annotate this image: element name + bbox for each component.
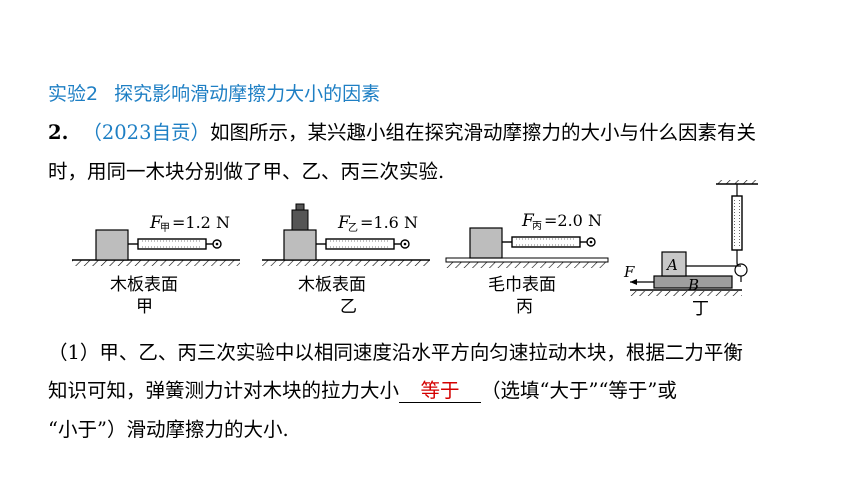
question-number: 2. [48, 121, 69, 144]
surface-bing: 毛巾表面 [488, 275, 556, 295]
surface-yi: 木板表面 [298, 275, 366, 295]
figure-name-bing: 丙 [516, 297, 533, 317]
force-var-yi: F [337, 213, 351, 233]
wood-block [469, 227, 503, 259]
experiment-figures: F 甲 =1.2 N 木板表面 甲 F 乙 =1.6 N 木板表面 乙 F 丙 … [72, 180, 758, 319]
answer-blank[interactable]: 等于 [399, 380, 482, 403]
part1-line-1: （1）甲、乙、丙三次实验中以相同速度沿水平方向匀速拉动木块，根据二力平衡 [48, 341, 743, 364]
force-value-yi: =1.6 N [360, 213, 418, 232]
figure-name-yi: 乙 [340, 297, 357, 317]
figure-bing: F 丙 =2.0 N 毛巾表面 丙 [445, 211, 609, 317]
force-sub-jia: 甲 [160, 223, 170, 234]
part1-text-after: （选填“大于”“等于”或 [481, 379, 677, 402]
figure-name-jia: 甲 [136, 297, 153, 317]
surface-jia: 木板表面 [110, 275, 178, 295]
weight [291, 209, 309, 231]
question-line-1: 2. （2023自贡）如图所示，某兴趣小组在探究滑动摩擦力的大小与什么因素有关 [48, 119, 756, 147]
figure-ding: A B F 丁 [623, 180, 758, 319]
block-a [661, 251, 687, 277]
part1-line-3: “小于”）滑动摩擦力的大小. [48, 418, 289, 441]
force-var-bing: F [521, 211, 535, 231]
label-f: F [623, 263, 635, 281]
figure-name-ding: 丁 [692, 299, 709, 319]
spring-scale [137, 238, 222, 250]
figure-yi: F 乙 =1.6 N 木板表面 乙 [262, 203, 430, 317]
label-a: A [665, 256, 678, 274]
question-source: （2023自贡） [82, 121, 210, 144]
wood-block [95, 229, 129, 261]
figure-jia: F 甲 =1.2 N 木板表面 甲 [72, 213, 240, 317]
force-value-jia: =1.2 N [172, 213, 230, 232]
section-title: 探究影响滑动摩擦力大小的因素 [114, 83, 381, 105]
wood-block [283, 229, 317, 261]
force-sub-yi: 乙 [348, 222, 358, 234]
force-value-bing: =2.0 N [544, 211, 602, 230]
question-text-1: 如图所示，某兴趣小组在探究滑动摩擦力的大小与什么因素有关 [210, 121, 757, 144]
spring-scale [325, 238, 410, 250]
force-var-jia: F [149, 213, 163, 233]
section-label: 实验2 [48, 83, 99, 105]
part1-text-before: 知识可知，弹簧测力计对木块的拉力大小 [48, 379, 400, 402]
force-sub-bing: 丙 [532, 221, 542, 232]
vertical-spring-scale [731, 195, 743, 251]
part1-line-2: 知识可知，弹簧测力计对木块的拉力大小等于（选填“大于”“等于”或 [48, 377, 677, 405]
question-line-2: 时，用同一木块分别做了甲、乙、丙三次实验. [48, 160, 445, 183]
section-heading: 实验2 探究影响滑动摩擦力大小的因素 [48, 80, 380, 108]
spring-scale [511, 236, 596, 248]
